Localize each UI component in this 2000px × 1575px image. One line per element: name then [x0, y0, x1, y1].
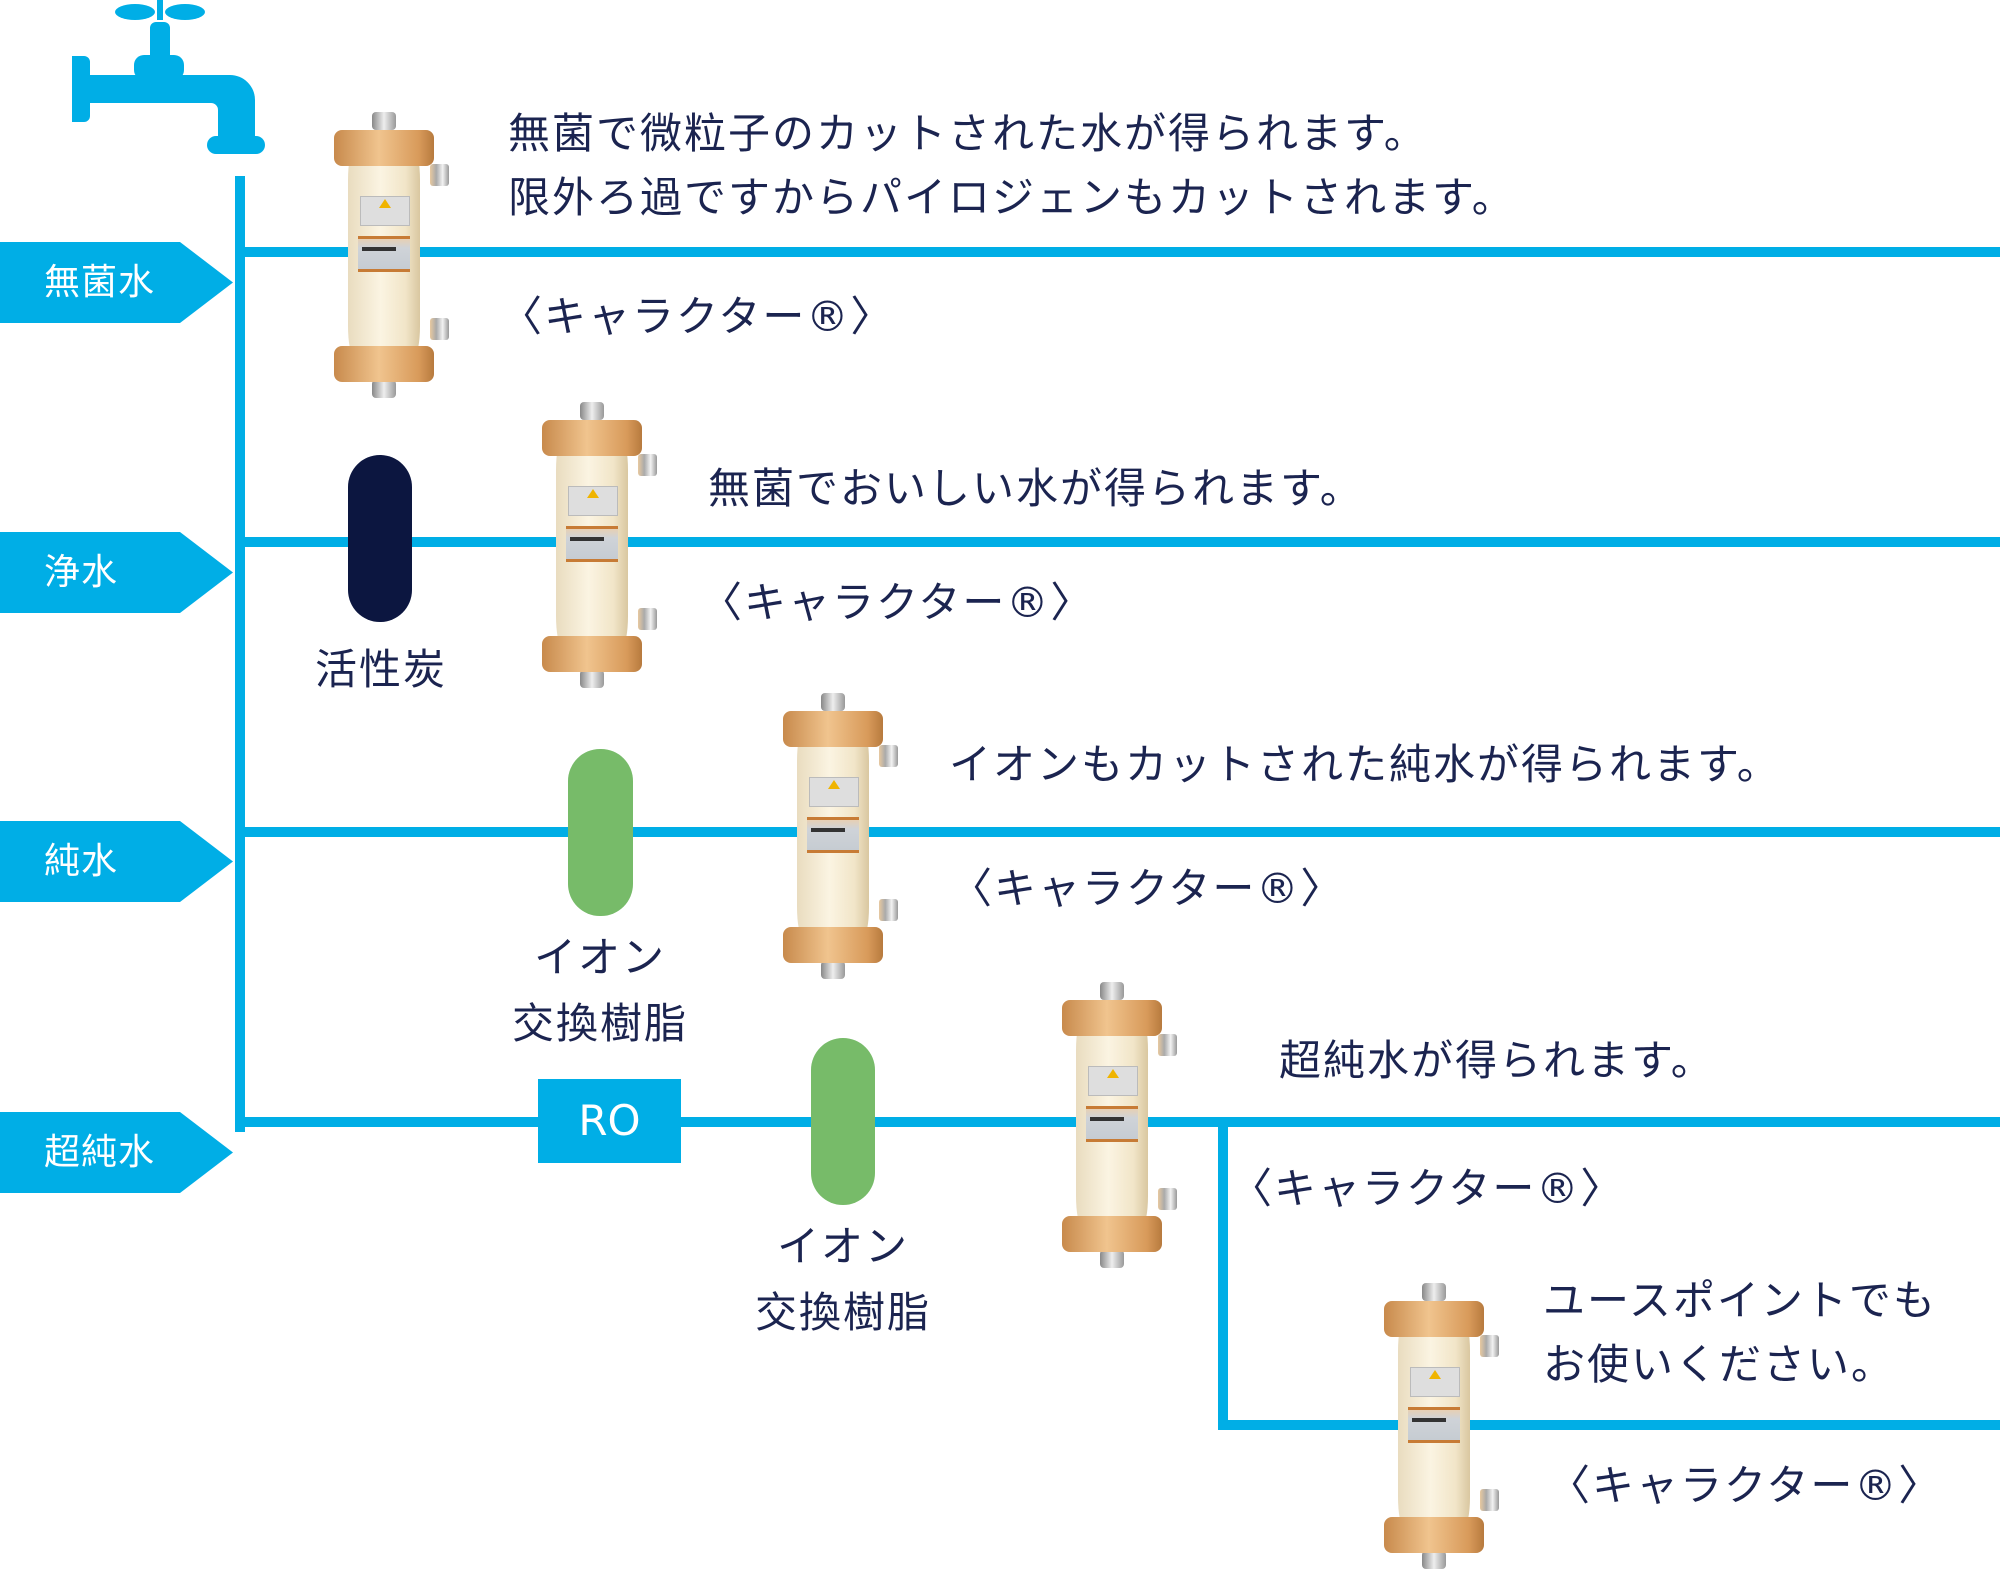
ro-membrane-box: RO: [538, 1079, 681, 1163]
ion-exchange-resin-icon: [811, 1038, 875, 1205]
ro-label: RO: [578, 1096, 641, 1145]
faucet-icon: [72, 0, 265, 154]
main-pipe-vertical: [235, 176, 245, 1132]
description-line: 無菌で微粒子のカットされた水が得られます。: [508, 109, 1428, 158]
pipe-point-of-use: [1218, 1420, 2000, 1430]
tag-ultrapure-water: 超純水: [0, 1112, 233, 1193]
pipe-purified: [235, 537, 2000, 547]
ion-exchange-label: イオン 交換樹脂: [755, 1214, 931, 1346]
product-name: 〈キャラクター®〉: [950, 864, 1345, 913]
pipe-pure: [235, 827, 2000, 837]
product-name: 〈キャラクター®〉: [700, 578, 1095, 627]
character-filter-image: [1062, 978, 1177, 1268]
description-ultrapure: 超純水が得られます。: [1279, 1036, 1715, 1085]
label-line: イオン: [776, 1222, 910, 1271]
activated-carbon-icon: [348, 455, 412, 622]
activated-carbon-label: 活性炭: [314, 645, 448, 694]
ion-exchange-label: イオン 交換樹脂: [512, 925, 688, 1057]
description-line: ユースポイントでも: [1543, 1276, 1937, 1325]
label-line: 交換樹脂: [754, 1288, 932, 1337]
pipe-sterile: [235, 247, 2000, 257]
character-filter-image: [334, 108, 449, 398]
product-name: 〈キャラクター®〉: [1230, 1164, 1625, 1213]
description-line: お使いください。: [1543, 1340, 1896, 1389]
description-sterile: 無菌で微粒子のカットされた水が得られます。 限外ろ過ですからパイロジェンもカット…: [508, 102, 1516, 230]
tag-sterile-water: 無菌水: [0, 242, 233, 323]
tag-purified-water: 浄水: [0, 532, 233, 613]
ion-exchange-resin-icon: [568, 749, 633, 916]
character-filter-image: [542, 398, 657, 688]
description-pure: イオンもカットされた純水が得られます。: [949, 740, 1781, 789]
description-purified: 無菌でおいしい水が得られます。: [708, 464, 1364, 513]
character-filter-image: [783, 689, 898, 979]
label-line: 交換樹脂: [511, 999, 689, 1048]
description-point-of-use: ユースポイントでも お使いください。: [1543, 1269, 1937, 1397]
label-line: イオン: [533, 933, 667, 982]
branch-pipe-vertical: [1218, 1117, 1228, 1430]
product-name: 〈キャラクター®〉: [500, 292, 895, 341]
tag-pure-water: 純水: [0, 821, 233, 902]
product-name: 〈キャラクター®〉: [1548, 1461, 1943, 1510]
character-filter-image: [1384, 1279, 1499, 1569]
description-line: 限外ろ過ですからパイロジェンもカットされます。: [508, 173, 1516, 222]
